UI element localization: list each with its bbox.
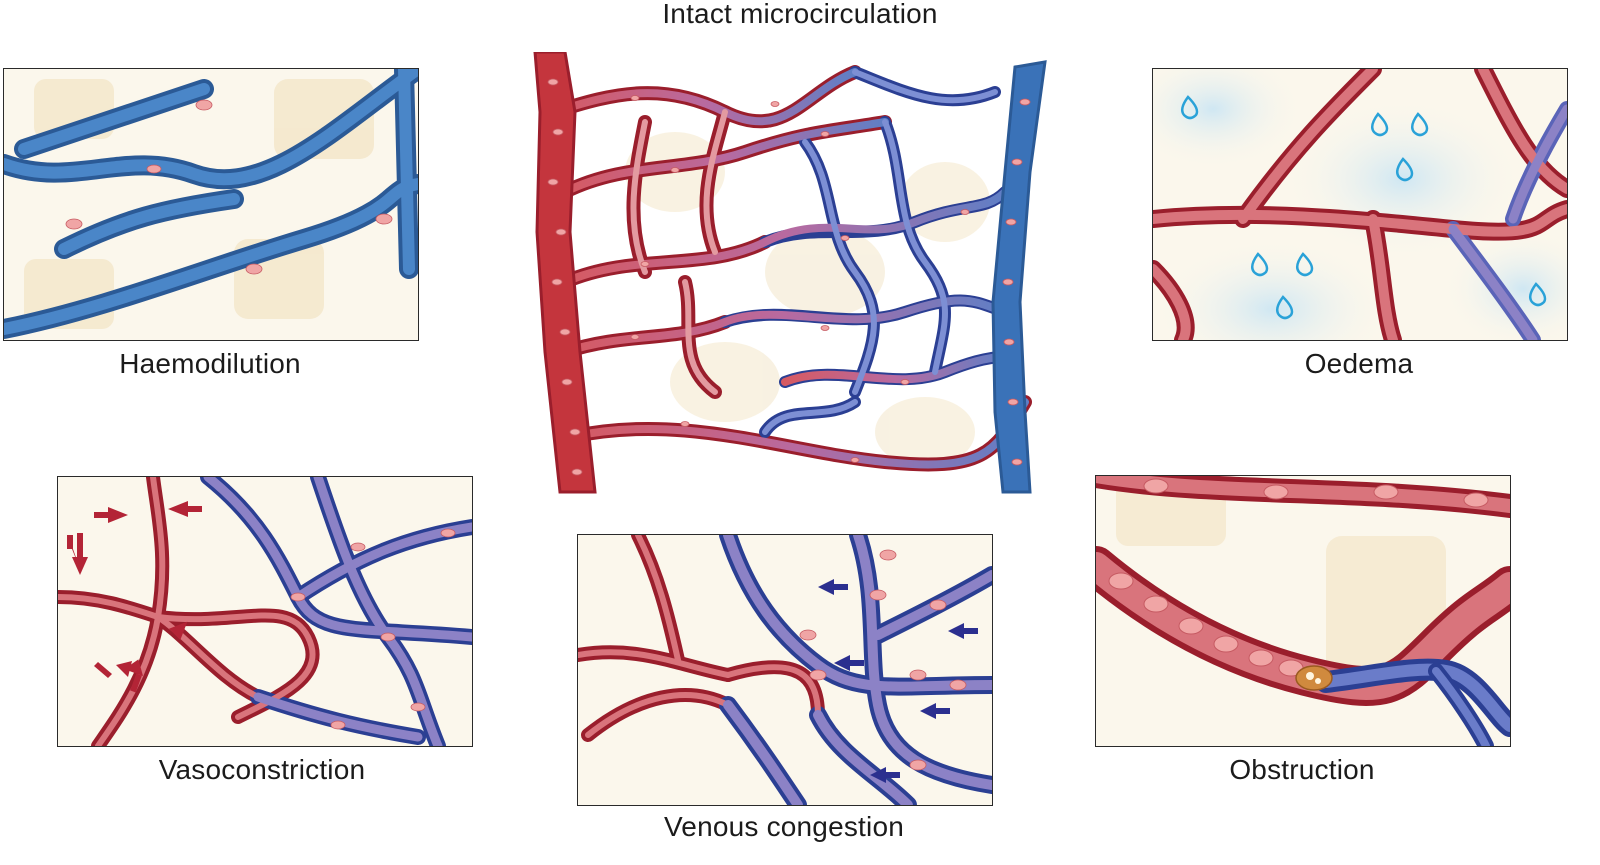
venous-congestion-illustration (578, 535, 992, 805)
vasoconstriction-caption: Vasoconstriction (158, 754, 366, 785)
red-blood-cells (547, 78, 1031, 476)
microcirculation-network (533, 52, 1047, 494)
haemodilution-illustration (4, 69, 418, 339)
congestion-arrow-icon (818, 579, 978, 783)
intact-microcirculation-title: Intact microcirculation (662, 0, 938, 29)
sparse-red-blood-cells (65, 99, 393, 275)
oedema-illustration (1153, 69, 1567, 340)
vasoconstriction-illustration (58, 477, 472, 746)
haemodilution-caption: Haemodilution (119, 348, 301, 379)
venous-congestion-panel (577, 534, 993, 806)
oedema-caption: Oedema (1304, 348, 1414, 379)
clot-icon (1295, 665, 1333, 691)
capillary-network (548, 65, 1032, 472)
obstruction-panel (1095, 475, 1511, 747)
haemodilution-panel (3, 68, 419, 341)
oedema-panel (1152, 68, 1568, 341)
vasoconstriction-panel (57, 476, 473, 747)
arteriole (533, 52, 597, 494)
intact-microcirculation-illustration (525, 52, 1075, 502)
packed-red-blood-cells (1108, 478, 1489, 677)
obstruction-illustration (1096, 476, 1510, 746)
venous-congestion-caption: Venous congestion (663, 811, 905, 842)
obstruction-caption: Obstruction (1229, 754, 1375, 785)
constriction-arrow-icon (67, 501, 202, 693)
venule (991, 60, 1047, 494)
fluid-drop-icon (1180, 95, 1547, 320)
